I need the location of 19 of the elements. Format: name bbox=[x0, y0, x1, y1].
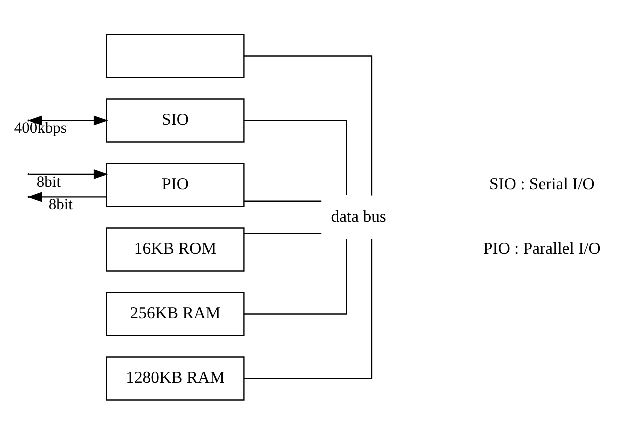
label: SIO : Serial I/O bbox=[490, 174, 595, 194]
edge-label: 400kbps bbox=[14, 120, 67, 137]
arrow bbox=[30, 168, 108, 180]
node-box: 256KB RAM bbox=[106, 292, 245, 336]
connector bbox=[244, 232, 322, 234]
connector bbox=[244, 238, 348, 314]
label: PIO : Parallel I/O bbox=[483, 238, 601, 258]
edge-label: 8bit bbox=[48, 196, 74, 214]
node-text: data bus bbox=[331, 206, 386, 226]
connector bbox=[244, 55, 373, 196]
node-box: 16KB ROM bbox=[106, 227, 245, 272]
connector bbox=[244, 120, 348, 196]
node-box: PIO bbox=[106, 162, 245, 207]
connector bbox=[244, 238, 373, 379]
node-box bbox=[106, 34, 245, 78]
node-box: SIO bbox=[106, 98, 245, 142]
edge-label: 8bit bbox=[36, 173, 62, 190]
connector bbox=[244, 200, 322, 202]
node-box: 1280KB RAM bbox=[106, 356, 245, 400]
